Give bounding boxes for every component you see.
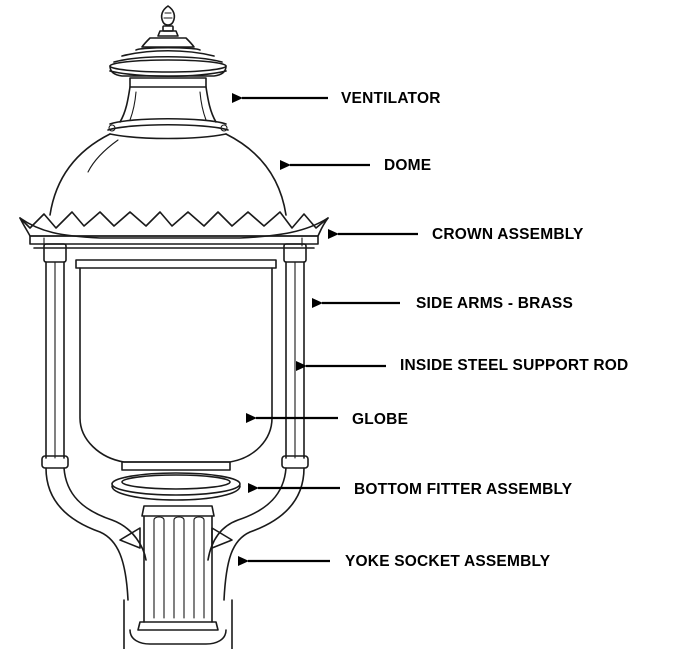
ventilator <box>107 37 229 140</box>
label-dome: DOME <box>384 157 431 174</box>
side-arm-right <box>281 243 309 469</box>
yoke-socket <box>123 505 233 649</box>
crown-assembly <box>19 211 329 249</box>
label-globe: GLOBE <box>352 411 408 428</box>
globe <box>75 259 277 471</box>
callout-labels: VENTILATOR DOME CROWN ASSEMBLY SIDE ARMS… <box>341 90 628 570</box>
callout-arrows <box>232 93 418 566</box>
label-ventilator: VENTILATOR <box>341 90 441 107</box>
dome <box>49 133 287 216</box>
label-crown-assembly: CROWN ASSEMBLY <box>432 226 584 243</box>
lamp-illustration <box>19 5 329 649</box>
bottom-fitter <box>111 472 241 501</box>
side-arm-left <box>41 243 69 469</box>
finial <box>157 5 179 37</box>
label-bottom-fitter-assembly: BOTTOM FITTER ASSEMBLY <box>354 481 573 498</box>
label-side-arms: SIDE ARMS - BRASS <box>416 295 573 312</box>
label-yoke-socket-assembly: YOKE SOCKET ASSEMBLY <box>345 553 551 570</box>
label-inside-steel-support-rod: INSIDE STEEL SUPPORT ROD <box>400 357 628 374</box>
